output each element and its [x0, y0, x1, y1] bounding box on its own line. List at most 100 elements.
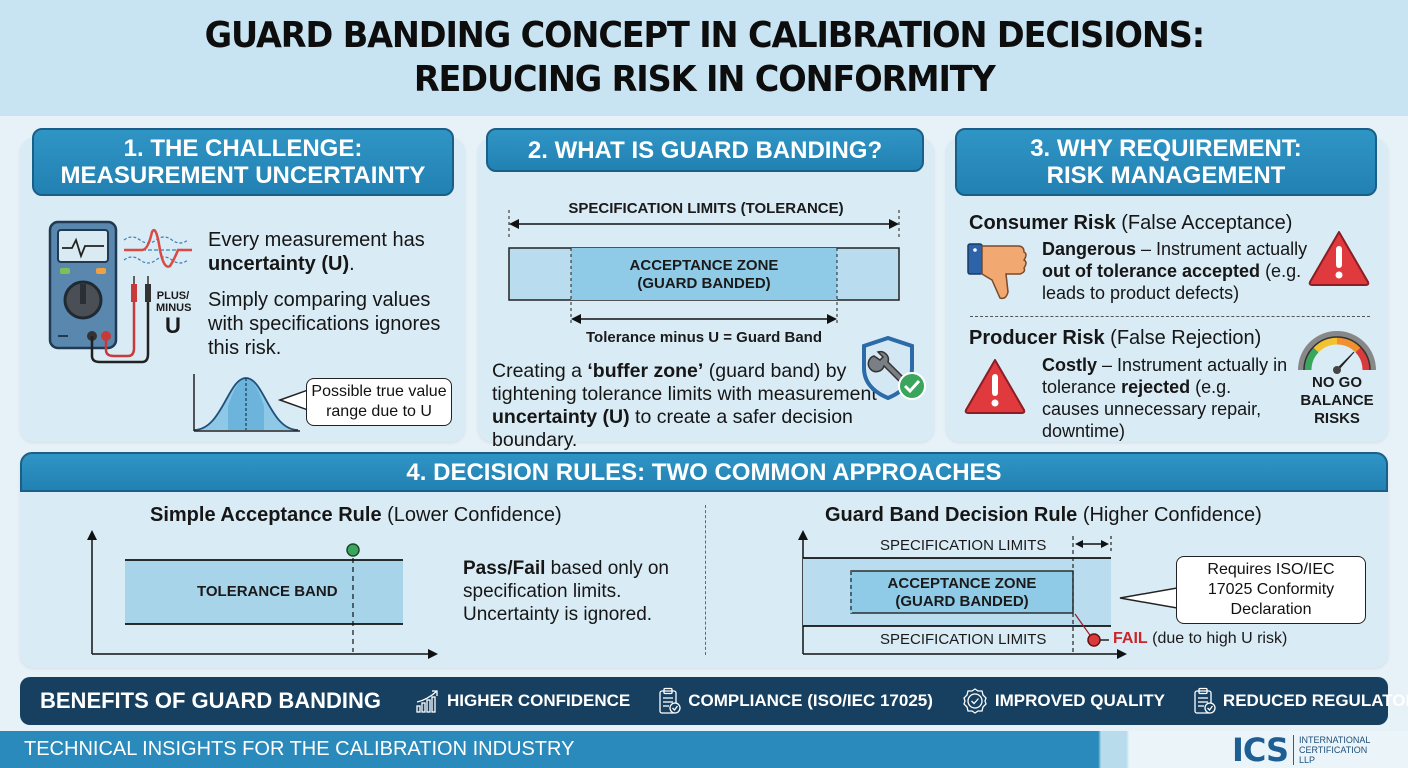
text-bold: Consumer Risk	[969, 212, 1116, 234]
heading-line: 4. DECISION RULES: TWO COMMON APPROACHES	[406, 458, 1002, 486]
text-bold: Producer Risk	[969, 327, 1105, 349]
heading-line: 1. THE CHALLENGE:	[123, 135, 363, 162]
panel-decision-rules-heading: 4. DECISION RULES: TWO COMMON APPROACHES	[20, 452, 1388, 492]
text-bold: out of tolerance accepted	[1042, 261, 1261, 281]
text-bold: Costly	[1042, 355, 1098, 375]
text-span: – Instrument actually in tolerance	[1042, 355, 1288, 397]
multimeter-icon	[48, 220, 192, 364]
measurement-point-pass	[346, 543, 360, 557]
text-span: (Higher Confidence)	[1077, 504, 1262, 526]
benefit-label: REDUCED REGULATORY RISK	[1222, 691, 1408, 710]
text-span: (Lower Confidence)	[381, 504, 562, 526]
badge-check-icon	[963, 688, 987, 714]
zone-line: (GUARD BANDED)	[637, 275, 771, 292]
text-span: (e.g. causes unnecessary repair, downtim…	[1042, 377, 1262, 441]
text-span: based only on specification limits. Unce…	[463, 558, 669, 625]
iso-callout: Requires ISO/IEC 17025 Conformity Declar…	[1176, 556, 1366, 624]
clipboard-check-icon	[1194, 687, 1216, 714]
text-bold: Dangerous	[1042, 239, 1137, 259]
title-banner: GUARD BANDING CONCEPT IN CALIBRATION DEC…	[0, 0, 1408, 116]
text-span: to create a safer decision boundary.	[492, 406, 853, 451]
text-span: (False Acceptance)	[1115, 212, 1293, 234]
text-bold: Guard Band Decision Rule	[825, 504, 1078, 526]
logo-line: INTERNATIONAL	[1299, 735, 1371, 745]
text-span: Every measurement has	[208, 229, 425, 251]
text-span: Creating a	[492, 360, 588, 382]
acceptance-zone-label: ACCEPTANCE ZONE (GUARD BANDED)	[571, 257, 837, 293]
benefits-bar: BENEFITS OF GUARD BANDING HIGHER CONFIDE…	[20, 677, 1408, 725]
panel-risk-heading: 3. WHY REQUIREMENT: RISK MANAGEMENT	[955, 128, 1377, 196]
producer-risk-desc: Costly – Instrument actually in toleranc…	[1042, 354, 1292, 442]
benefit-label: IMPROVED QUALITY	[994, 691, 1165, 710]
challenge-text-2: Simply comparing values with specificati…	[208, 289, 441, 359]
footer-tagline: TECHNICAL INSIGHTS FOR THE CALIBRATION I…	[24, 738, 575, 760]
callout-line: Declaration	[1230, 601, 1312, 618]
text-bold: rejected	[1121, 377, 1191, 397]
callout-line: Possible true value	[311, 383, 447, 400]
fail-reason: (due to high U risk)	[1147, 630, 1288, 647]
panel-challenge-heading: 1. THE CHALLENGE: MEASUREMENT UNCERTAINT…	[32, 128, 454, 196]
page-title-line2: REDUCING RISK IN CONFORMITY	[413, 59, 996, 100]
challenge-text-1: Every measurement has uncertainty (U).	[208, 228, 448, 276]
callout-line: 17025 Conformity	[1207, 581, 1335, 598]
heading-line: 2. WHAT IS GUARD BANDING?	[527, 136, 883, 164]
panel-what-is-heading: 2. WHAT IS GUARD BANDING?	[486, 128, 924, 172]
warning-triangle-icon	[1308, 231, 1370, 286]
zone-line: ACCEPTANCE ZONE	[887, 575, 1037, 592]
gauge-label: NO GO BALANCE RISKS	[1296, 374, 1378, 428]
spec-limits-label: SPECIFICATION LIMITS (TOLERANCE)	[568, 200, 844, 217]
callout-line: range due to U	[326, 403, 432, 420]
text-span: – Instrument actually	[1136, 239, 1308, 259]
benefit-label: COMPLIANCE (ISO/IEC 17025)	[688, 691, 933, 710]
simple-rule-desc: Pass/Fail based only on specification li…	[463, 557, 678, 626]
heading-line: 3. WHY REQUIREMENT:	[1030, 135, 1302, 162]
guard-zone-label: ACCEPTANCE ZONE (GUARD BANDED)	[851, 575, 1073, 611]
warning-triangle-icon	[964, 359, 1026, 414]
risk-gauge-icon	[1298, 331, 1376, 374]
simple-rule-chart	[87, 530, 438, 659]
ics-logo-text: INTERNATIONAL CERTIFICATION LLP	[1299, 735, 1370, 765]
benefit-item: REDUCED REGULATORY RISK	[1193, 687, 1408, 715]
zone-line: ACCEPTANCE ZONE	[629, 257, 779, 274]
heading-line: RISK MANAGEMENT	[1046, 162, 1286, 189]
chart-growth-icon	[416, 690, 438, 713]
true-value-callout: Possible true value range due to U	[306, 378, 452, 426]
plus-minus-label-line: MINUS	[156, 302, 192, 314]
text-bold: ‘buffer zone’	[587, 360, 704, 382]
text-bold: Pass/Fail	[463, 558, 546, 579]
text-span: (guard band) by tightening tolerance lim…	[492, 360, 877, 405]
tolerance-band-label: TOLERANCE BAND	[197, 583, 338, 600]
rules-divider	[705, 505, 706, 655]
spec-limits-bottom-label: SPECIFICATION LIMITS	[880, 631, 1047, 648]
fail-label: FAIL	[1113, 630, 1148, 647]
guard-band-description: Creating a ‘buffer zone’ (guard band) by…	[492, 360, 932, 452]
benefit-item: IMPROVED QUALITY	[961, 687, 1165, 715]
plus-minus-symbol: U	[165, 313, 181, 338]
benefit-label: HIGHER CONFIDENCE	[447, 691, 631, 710]
measurement-point-fail	[1087, 633, 1101, 647]
benefit-item: COMPLIANCE (ISO/IEC 17025)	[658, 687, 933, 715]
callout-line: Requires ISO/IEC	[1207, 561, 1335, 578]
text-span: (e.g. leads to product defects)	[1042, 261, 1302, 303]
thumbs-down-icon	[967, 243, 1027, 300]
callout-pointer	[278, 389, 308, 411]
text-span: (False Rejection)	[1104, 327, 1262, 349]
text-bold: uncertainty (U)	[492, 406, 630, 428]
plus-minus-label-line: PLUS/	[156, 290, 190, 302]
guard-band-diagram	[508, 210, 900, 324]
footer-bar: TECHNICAL INSIGHTS FOR THE CALIBRATION I…	[0, 731, 1408, 768]
gauge-label-line: NO GO	[1311, 374, 1362, 391]
benefit-item: HIGHER CONFIDENCE	[415, 688, 630, 714]
bell-curve-icon	[193, 374, 300, 432]
page-title-line1: GUARD BANDING CONCEPT IN CALIBRATION DEC…	[204, 15, 1205, 56]
producer-risk-title: Producer Risk (False Rejection)	[969, 326, 1261, 350]
heading-line: MEASUREMENT UNCERTAINTY	[60, 162, 426, 189]
shield-wrench-check-icon	[862, 335, 926, 401]
guard-band-formula: Tolerance minus U = Guard Band	[585, 329, 823, 346]
simple-rule-title: Simple Acceptance Rule (Lower Confidence…	[150, 503, 562, 527]
logo-line: LLP	[1299, 755, 1316, 765]
guard-rule-chart	[798, 530, 1127, 659]
ics-logo-mark: ICS	[1232, 731, 1289, 768]
text-bold: Simple Acceptance Rule	[150, 504, 382, 526]
consumer-risk-desc: Dangerous – Instrument actually out of t…	[1042, 238, 1308, 304]
